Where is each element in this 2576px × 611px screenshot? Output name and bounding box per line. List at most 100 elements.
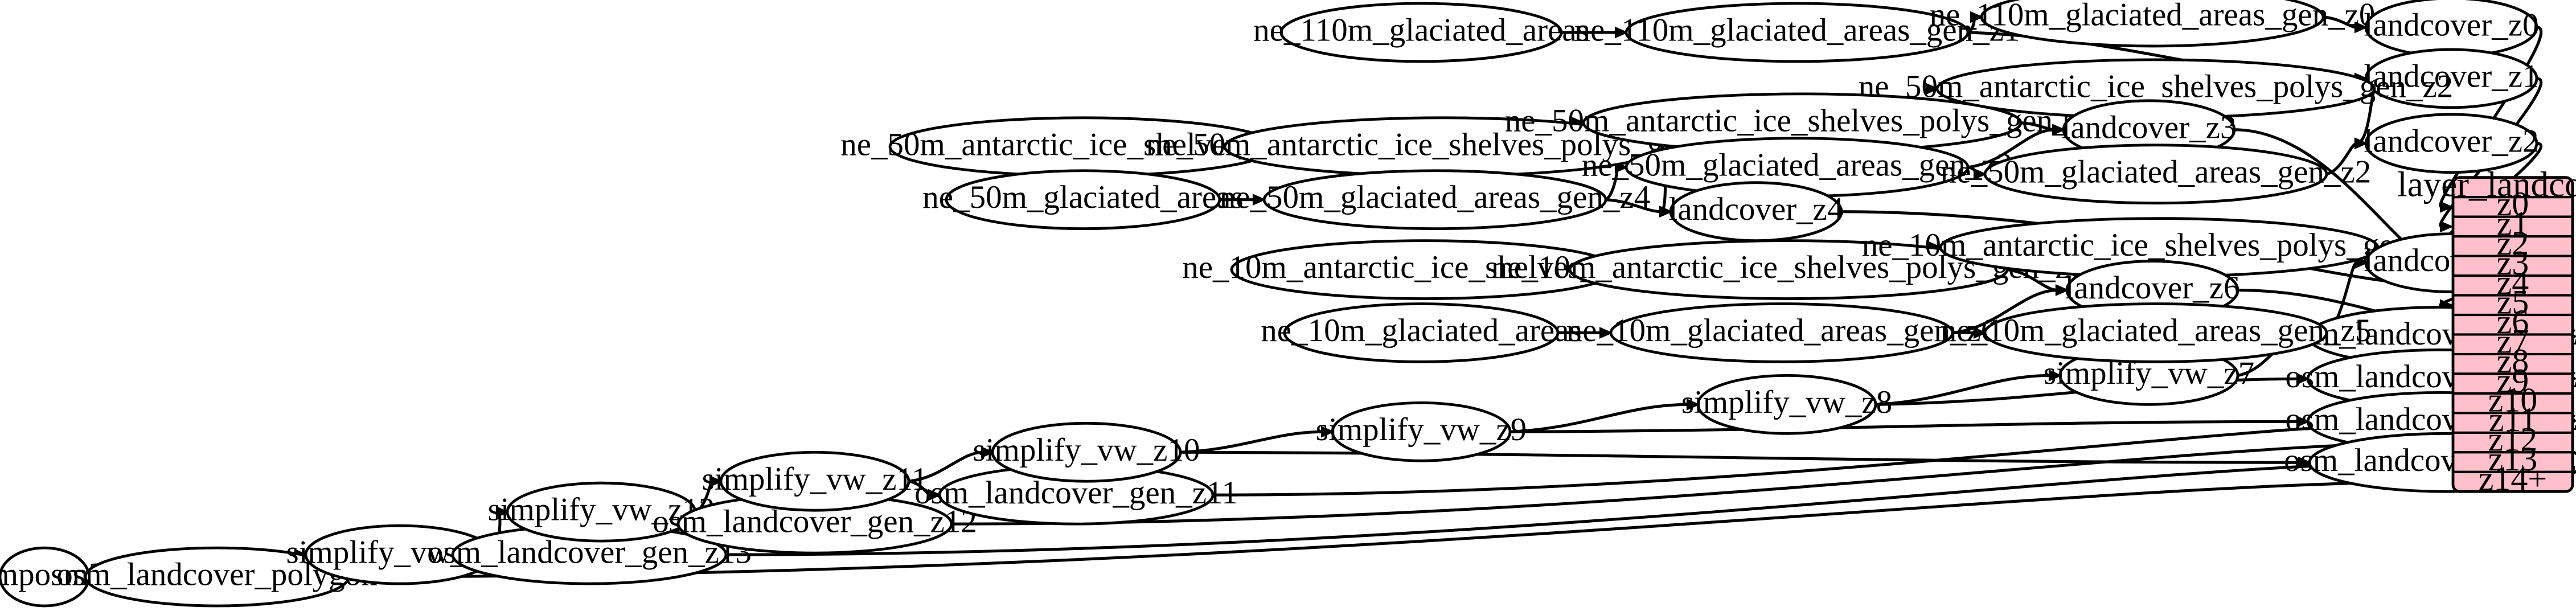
- node-label: landcover_z0: [2364, 7, 2538, 43]
- node-label: ne_50m_glaciated_areas_gen_z2: [1941, 154, 2371, 190]
- node-label: simplify_vw_z9: [1316, 412, 1527, 448]
- node-shape: [1983, 302, 2328, 363]
- node-shape: [719, 450, 910, 512]
- node-label: simplify_vw_z8: [1681, 384, 1892, 420]
- node-label: ne_50m_antarctic_ice_shelves_polys_gen_z…: [1505, 102, 2100, 138]
- node-landcover_z3[interactable]: landcover_z3: [2061, 99, 2237, 161]
- edge-osm_landcover_polygon-to-rec-z14+: [348, 480, 2442, 579]
- arrowhead: [2439, 201, 2454, 213]
- node-shape: [1283, 302, 1560, 363]
- node-simplify_vw_z9[interactable]: simplify_vw_z9: [1316, 401, 1527, 462]
- arrowhead: [2298, 456, 2312, 469]
- node-landcover_z1[interactable]: landcover_z1: [2364, 48, 2539, 109]
- record-table-layer: layer_landcoverz0z1z2z3z4z5z6z7z8z9z10z1…: [2397, 164, 2576, 497]
- node-shape: [1696, 374, 1877, 435]
- node-label: simplify_vw_z12: [488, 492, 715, 528]
- arrowhead: [2055, 284, 2069, 296]
- node-label: ne_50m_glaciated_areas_gen_z4: [1220, 179, 1650, 215]
- node-landcover_z4[interactable]: landcover_z4: [1668, 181, 1844, 243]
- record-row-z14+[interactable]: z14+: [2453, 460, 2573, 498]
- node-ne_110m_glaciated_areas_gen_z1[interactable]: ne_110m_glaciated_areas_gen_z1: [1574, 2, 2020, 63]
- node-label: landcover_z3: [2061, 109, 2236, 145]
- arrowhead: [2048, 370, 2062, 382]
- node-label: landcover_z6: [2065, 270, 2239, 306]
- node-ne_50m_antarctic_ice_shelves_polys_gen_z3[interactable]: ne_50m_antarctic_ice_shelves_polys_gen_z…: [1505, 92, 2100, 154]
- arrowhead: [2439, 220, 2454, 233]
- node-label: ne_10m_antarctic_ice_shelves_polys_gen_z…: [1862, 227, 2457, 263]
- arrowhead: [1973, 168, 1987, 181]
- node-label: landcover_z2: [2364, 123, 2538, 159]
- node-shape: [1331, 401, 1512, 462]
- node-label: ne_10m_glaciated_areas_gen_z6: [1566, 313, 1997, 348]
- node-label: landcover_z4: [1668, 191, 1843, 227]
- node-shape: [1980, 0, 2325, 48]
- node-landcover_z0[interactable]: landcover_z0: [2364, 0, 2539, 58]
- edge-simplify_vw_z8-to-simplify_vw_z7: [1875, 374, 2051, 406]
- node-osm_landcover_polygon[interactable]: osm_landcover_polygon: [56, 546, 378, 608]
- node-ne_50m_glaciated_areas_gen_z2[interactable]: ne_50m_glaciated_areas_gen_z2: [1941, 143, 2371, 205]
- node-simplify_vw_z8[interactable]: simplify_vw_z8: [1681, 374, 1892, 435]
- arrowhead: [1973, 327, 1987, 339]
- arrowhead: [928, 489, 942, 501]
- arrowhead: [1599, 327, 1613, 339]
- arrowhead: [981, 446, 995, 458]
- edge-ne_50m_glaciated_areas_gen_z4-to-landcover_z4: [1605, 198, 1662, 214]
- arrowhead: [1252, 194, 1266, 206]
- arrowhead: [2052, 124, 2066, 136]
- node-simplify_vw_z10[interactable]: simplify_vw_z10: [973, 421, 1200, 483]
- edge-simplify_vw_z11-to-simplify_vw_z10: [908, 450, 983, 483]
- edge-simplify_vw_z9-to-simplify_vw_z8: [1509, 403, 1689, 433]
- arrowhead: [2354, 21, 2368, 34]
- node-label: ne_110m_glaciated_areas_gen_z0: [1930, 0, 2376, 33]
- arrowhead: [1970, 11, 1984, 23]
- node-ne_10m_glaciated_areas[interactable]: ne_10m_glaciated_areas: [1261, 302, 1582, 363]
- edge-ne_50m_glaciated_areas_gen_z3-to-landcover_z3: [1967, 128, 2054, 169]
- node-landcover_z2[interactable]: landcover_z2: [2364, 113, 2539, 174]
- node-ne_10m_glaciated_areas_gen_z5[interactable]: ne_10m_glaciated_areas_gen_z5: [1941, 302, 2371, 363]
- node-shape: [991, 421, 1182, 483]
- node-shape: [1609, 302, 1954, 363]
- node-ne_50m_glaciated_areas_gen_z3[interactable]: ne_50m_glaciated_areas_gen_z3: [1582, 137, 2012, 198]
- node-shape: [2364, 113, 2538, 174]
- node-imposm3[interactable]: imposm3: [0, 546, 105, 608]
- edge-ne_10m_glaciated_areas_gen_z6-to-landcover_z6: [1952, 288, 2058, 334]
- node-ne_110m_glaciated_areas[interactable]: ne_110m_glaciated_areas: [1253, 2, 1589, 63]
- arrowhead: [709, 475, 723, 487]
- node-label: ne_110m_glaciated_areas_gen_z1: [1574, 13, 2020, 48]
- node-label: ne_50m_glaciated_areas_gen_z3: [1582, 147, 2012, 183]
- node-shape: [2364, 48, 2538, 109]
- arrowhead: [1614, 26, 1629, 39]
- node-shape: [1262, 169, 1607, 231]
- node-ne_10m_antarctic_ice_shelves_polys_gen_z5[interactable]: ne_10m_antarctic_ice_shelves_polys_gen_z…: [1862, 217, 2457, 278]
- node-label: ne_50m_glaciated_areas: [922, 179, 1243, 215]
- node-label: ne_50m_antarctic_ice_shelves_polys_gen_z…: [1859, 68, 2454, 104]
- node-osm_landcover_gen_z11[interactable]: osm_landcover_gen_z11: [914, 464, 1238, 526]
- arrowhead: [495, 506, 510, 518]
- node-label: ne_10m_glaciated_areas_gen_z5: [1941, 313, 2371, 348]
- arrowhead: [2354, 137, 2368, 150]
- node-ne_50m_antarctic_ice_shelves_polys_gen_z4[interactable]: ne_50m_antarctic_ice_shelves_polys_gen_z…: [1146, 116, 1741, 178]
- arrowhead: [1320, 425, 1335, 438]
- record-row-label: z14+: [2479, 460, 2547, 498]
- node-ne_50m_antarctic_ice_shelves_polys_gen_z2[interactable]: ne_50m_antarctic_ice_shelves_polys_gen_z…: [1859, 58, 2454, 120]
- node-label: ne_10m_glaciated_areas: [1261, 313, 1581, 348]
- record-table-layer_landcover[interactable]: layer_landcoverz0z1z2z3z4z5z6z7z8z9z10z1…: [2397, 164, 2576, 497]
- node-simplify_vw_z11[interactable]: simplify_vw_z11: [702, 450, 928, 512]
- node-ne_10m_glaciated_areas_gen_z6[interactable]: ne_10m_glaciated_areas_gen_z6: [1566, 302, 1997, 363]
- node-label: simplify_vw_z11: [702, 461, 928, 497]
- node-ne_50m_glaciated_areas[interactable]: ne_50m_glaciated_areas: [922, 169, 1244, 231]
- node-label: simplify_vw_z10: [973, 432, 1200, 468]
- node-ne_110m_glaciated_areas_gen_z0[interactable]: ne_110m_glaciated_areas_gen_z0: [1930, 0, 2376, 48]
- node-shape: [1279, 2, 1563, 63]
- arrowhead: [1925, 83, 1939, 95]
- edge-simplify_vw_z9-to-osm_landcover_gen_z9: [1509, 420, 2299, 433]
- arrowhead: [1659, 206, 1673, 218]
- node-label: landcover_z1: [2364, 58, 2538, 94]
- edge-simplify_vw_z10-to-simplify_vw_z9: [1180, 430, 1323, 454]
- node-label: ne_110m_glaciated_areas: [1253, 13, 1589, 48]
- node-shape: [1625, 2, 1970, 63]
- node-ne_50m_glaciated_areas_gen_z4[interactable]: ne_50m_glaciated_areas_gen_z4: [1220, 169, 1650, 231]
- edge-osm_landcover_gen_z13-to-rec-z13: [725, 460, 2442, 556]
